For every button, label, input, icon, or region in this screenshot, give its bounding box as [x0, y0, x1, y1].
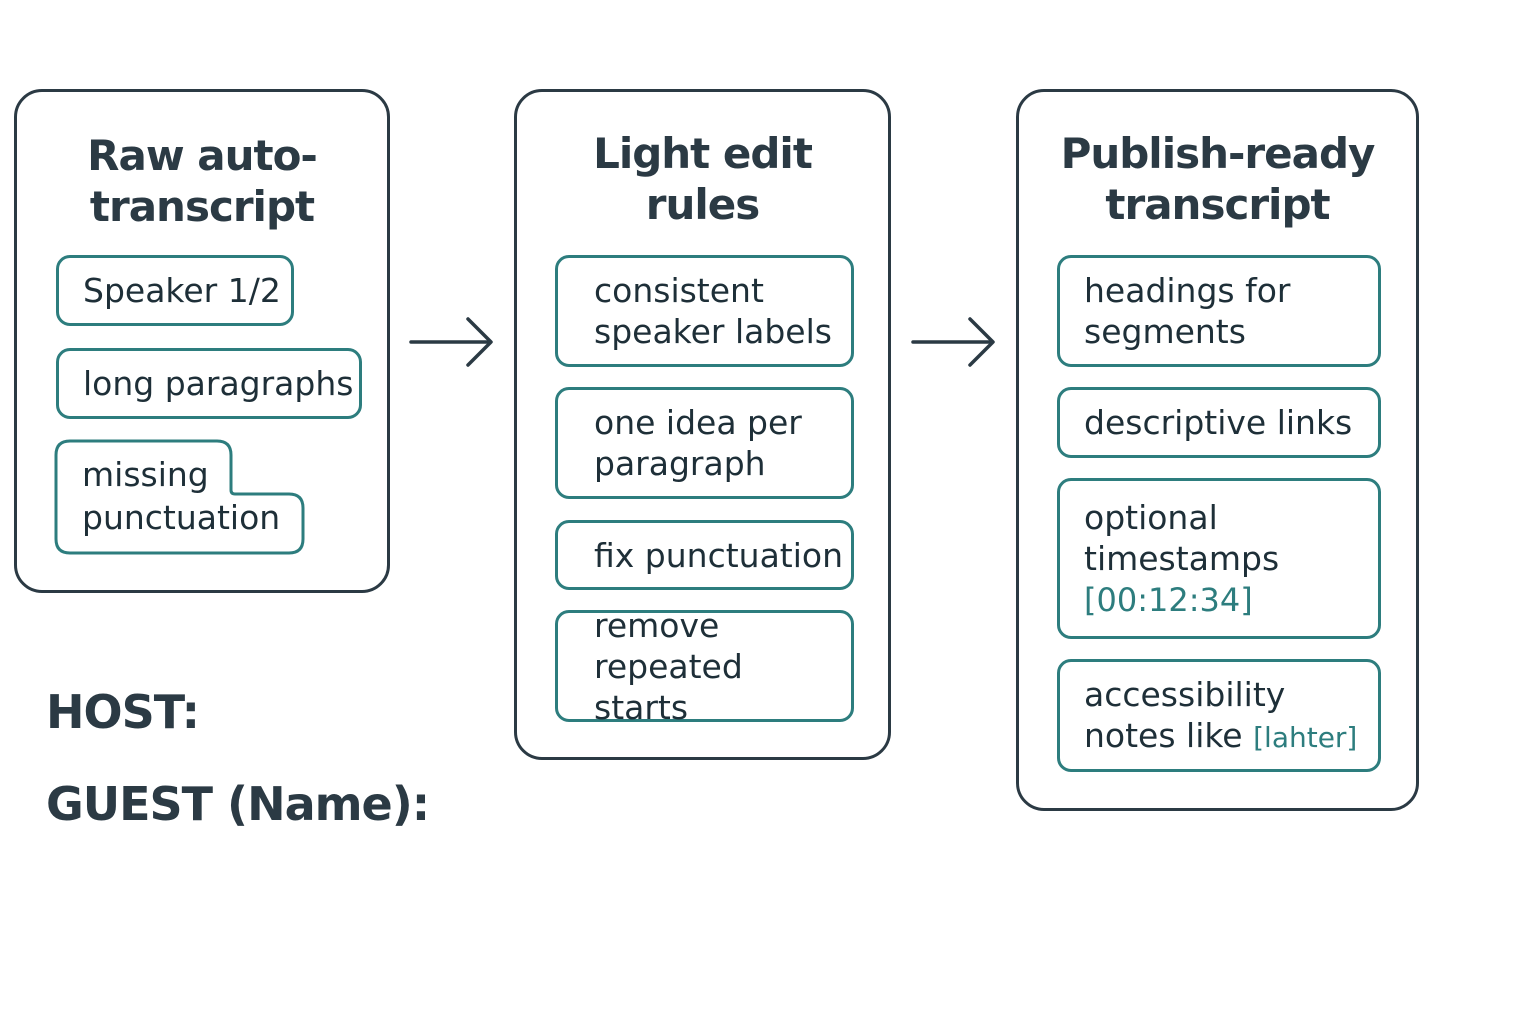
edit-title-line2: rules: [645, 180, 760, 229]
edit-item-one-idea-per-paragraph: one idea per paragraph: [555, 387, 854, 499]
host-speaker-label: HOST:: [46, 685, 200, 739]
raw-transcript-title: Raw auto- transcript: [17, 130, 387, 232]
raw-title-line1: Raw auto-: [87, 131, 318, 180]
publish-ready-title: Publish-ready transcript: [1019, 128, 1416, 230]
publish-item-optional-timestamps: optional timestamps [00:12:34]: [1057, 478, 1381, 639]
edit-title-line1: Light edit: [593, 129, 813, 178]
edit-item-remove-repeated-starts: remove repeated starts: [555, 606, 854, 727]
raw-item-missing-punctuation: missing punctuation: [82, 455, 281, 537]
light-edit-rules-panel: Light edit rules consistent speaker labe…: [514, 89, 891, 760]
guest-speaker-label: GUEST (Name):: [46, 777, 430, 831]
publish-item-descriptive-links: descriptive links: [1057, 387, 1381, 458]
edit-item-fix-punctuation: fix punctuation: [555, 520, 854, 590]
publish-title-line1: Publish-ready: [1060, 129, 1376, 178]
arrow-right-icon: [409, 317, 493, 367]
raw-item-long-paragraphs: long paragraphs: [56, 348, 362, 419]
edit-item-consistent-speaker-labels: consistent speaker labels: [555, 255, 854, 367]
publish-item-accessibility-notes: accessibility notes like [lahter]: [1057, 659, 1381, 772]
raw-transcript-panel: Raw auto- transcript Speaker 1/2 long pa…: [14, 89, 390, 593]
raw-title-line2: transcript: [89, 182, 315, 231]
raw-item-speaker: Speaker 1/2: [56, 255, 294, 326]
timestamp-example: [00:12:34]: [1084, 580, 1253, 619]
arrow-right-icon: [911, 317, 995, 367]
raw-item-missing-punctuation-outline: [54, 439, 305, 555]
publish-ready-panel: Publish-ready transcript headings for se…: [1016, 89, 1419, 811]
accessibility-note-example: [lahter]: [1253, 720, 1358, 754]
publish-item-headings-for-segments: headings for segments: [1057, 255, 1381, 367]
publish-title-line2: transcript: [1105, 180, 1330, 229]
light-edit-rules-title: Light edit rules: [517, 128, 888, 230]
